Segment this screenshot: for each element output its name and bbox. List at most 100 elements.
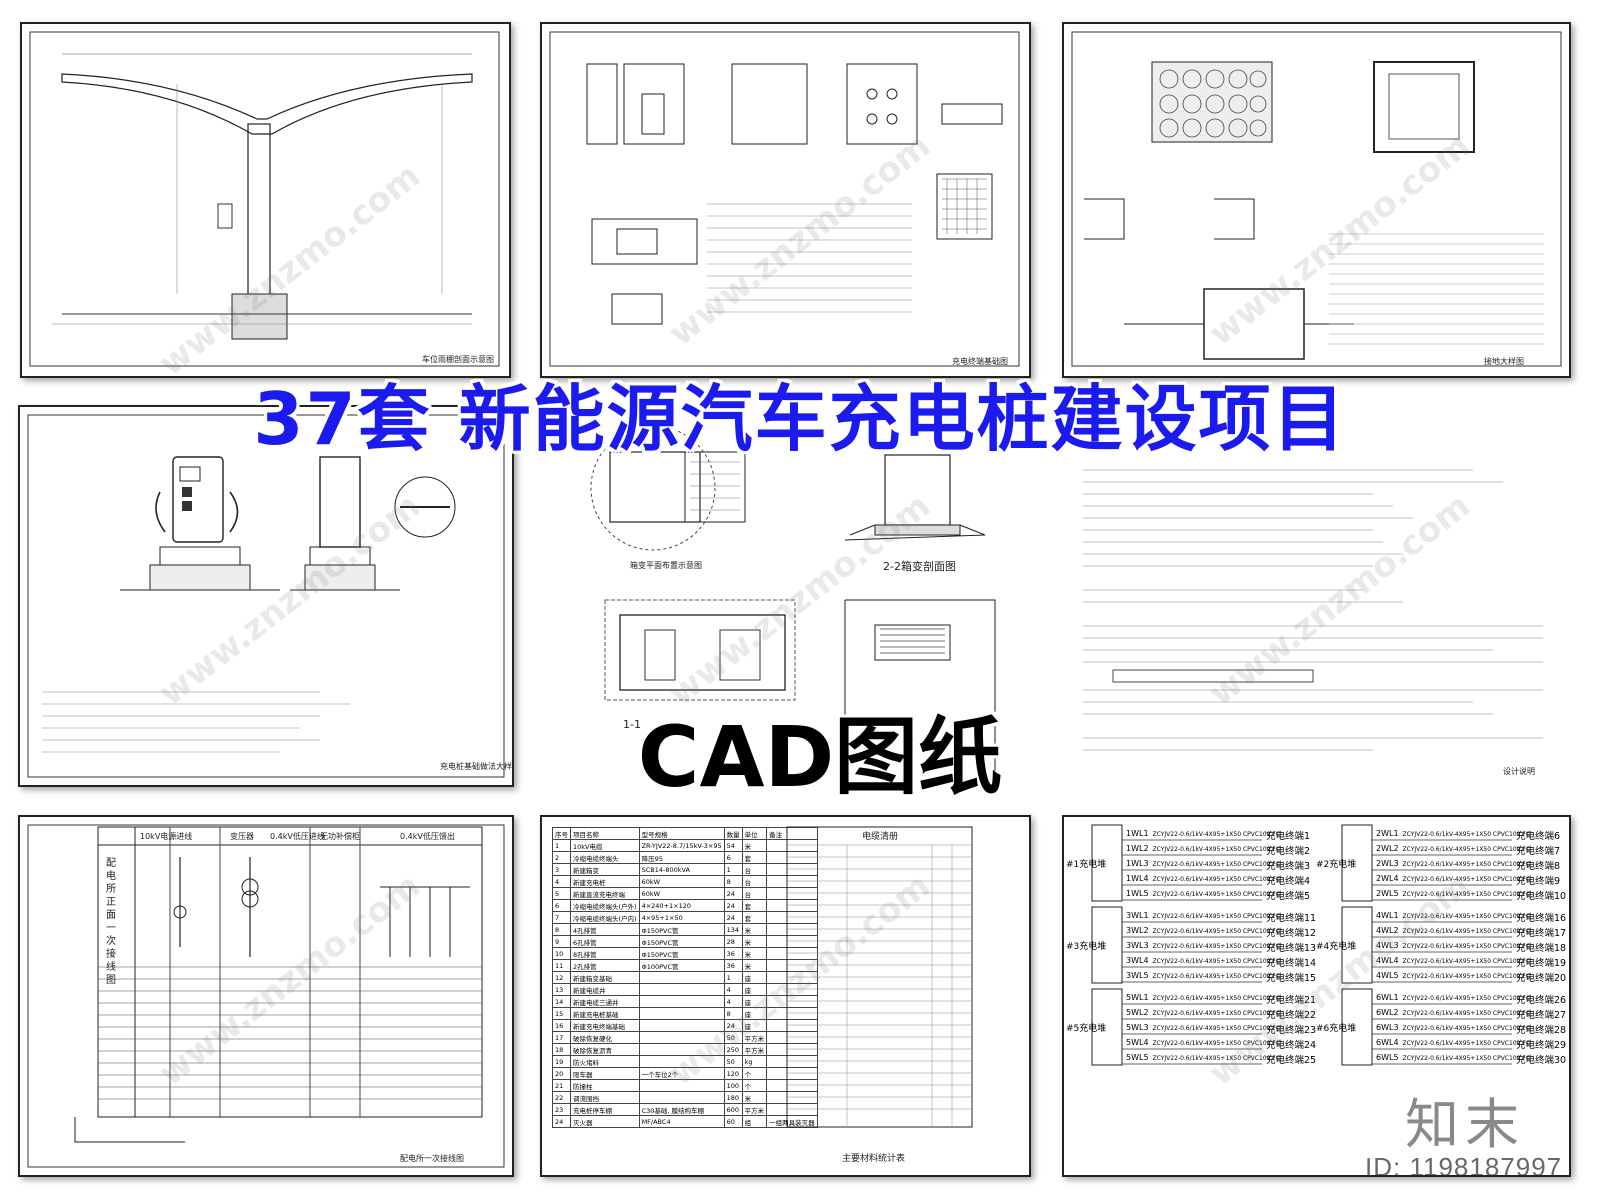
table-cell: SCB14-800kVA [638,863,725,876]
cable-spec: ZCYJV22-0.6/1kV-4X95+1X50 CPVC100 FC [1152,913,1281,920]
grounding-drawing [1071,31,1562,367]
table-cell [638,971,725,984]
table-cell: 1 [723,863,743,876]
sheet-canopy-section: 车位雨棚剖面示意图 [20,22,511,378]
table-cell: 新建充电终端基础 [570,1019,640,1032]
sheet-design-notes: 设计说明 [1073,400,1565,780]
table-cell: 新建箱变 [570,863,640,876]
table-cell: 24 [723,899,743,912]
table-cell: 134 [723,923,743,936]
col-header: 型号规格 [638,827,725,840]
table-cell [766,971,818,984]
table-cell [766,1007,818,1020]
col-header: 单位 [741,827,768,840]
table-cell: 调流围挡 [570,1091,640,1104]
table-cell: 4 [552,875,571,888]
feeder-id: 6WL3 [1376,1023,1399,1032]
cable-spec: ZCYJV22-0.6/1kV-4X95+1X50 CPVC100 FC [1402,861,1531,868]
cable-spec: ZCYJV22-0.6/1kV-4X95+1X50 CPVC100 FC [1402,913,1531,920]
terminal-end-label: 充电终端22 [1266,1010,1317,1021]
single-line-header-0: 10kV电源进线 [140,832,193,841]
table-cell: 50 [723,1031,743,1044]
cable-spec: ZCYJV22-0.6/1kV-4X95+1X50 CPVC100 FC [1152,943,1281,950]
single-line-side-title: 配电所正面一次接线图 [106,858,116,986]
table-cell: 60kW [638,887,725,900]
feeder-id: 5WL5 [1126,1053,1149,1062]
terminal-end-label: 充电终端6 [1516,831,1561,842]
feeder-id: 4WL3 [1376,941,1399,950]
col-header: 数量 [723,827,743,840]
table-cell: 4 [723,983,743,996]
table-cell: 8 [552,923,571,936]
feeder-id: 3WL2 [1126,926,1149,935]
table-cell [638,995,725,1008]
table-cell: 18 [552,1043,571,1056]
table-cell: 50 [723,1055,743,1068]
terminal-end-label: 充电终端1 [1266,831,1311,842]
table-cell: 新建充电桩基础 [570,1007,640,1020]
col-header: 项目名称 [570,827,640,840]
terminal-end-label: 充电终端25 [1266,1055,1317,1066]
table-cell: 1 [552,839,571,852]
sheet-caption: 车位雨棚剖面示意图 [422,355,494,364]
banner-subtitle: CAD图纸 [637,708,1003,806]
table-cell: 14 [552,995,571,1008]
feeder-id: 5WL3 [1126,1023,1149,1032]
table-cell [766,851,818,864]
table-cell [638,1043,725,1056]
table-cell [766,887,818,900]
terminal-end-label: 充电终端11 [1266,913,1317,924]
table-cell: 新建电缆井 [570,983,640,996]
cable-spec: ZCYJV22-0.6/1kV-4X95+1X50 CPVC100 FC [1402,928,1531,935]
table-cell: 一个车位2个 [638,1067,725,1080]
feeder-id: 3WL1 [1126,911,1149,920]
table-cell: 20 [552,1067,571,1080]
materials-header-row: 序号 项目名称 型号规格 数量 单位 备注 [552,827,818,840]
terminal-end-label: 充电终端9 [1516,876,1561,887]
table-cell: 冷缩电缆终端头(户外) [570,899,640,912]
cable-spec: ZCYJV22-0.6/1kV-4X95+1X50 CPVC100 FC [1152,928,1281,935]
cable-spec: ZCYJV22-0.6/1kV-4X95+1X50 CPVC100 FC [1152,995,1281,1002]
foundation-drawing [549,31,1020,367]
terminal-end-label: 充电终端16 [1516,913,1567,924]
table-cell [766,839,818,852]
table-cell: 24 [723,887,743,900]
feeder-id: 1WL5 [1126,889,1149,898]
cable-spec: ZCYJV22-0.6/1kV-4X95+1X50 CPVC100 FC [1402,1025,1531,1032]
cable-spec: ZCYJV22-0.6/1kV-4X95+1X50 CPVC100 FC [1402,891,1531,898]
table-cell: 1 [723,971,743,984]
table-cell [638,1091,725,1104]
table-cell [638,1031,725,1044]
terminal-end-label: 充电终端12 [1266,928,1317,939]
table-cell: 21 [552,1079,571,1092]
table-cell: 36 [723,947,743,960]
charging-stack-frame [1091,906,1123,984]
table-cell: 60kW [638,875,725,888]
table-cell [766,1103,818,1116]
table-cell: 平方米 [741,1103,768,1116]
charging-stack-label: #3充电堆 [1066,942,1107,952]
table-cell: 100 [723,1079,743,1092]
table-cell [766,899,818,912]
terminal-end-label: 充电终端24 [1266,1040,1317,1051]
table-cell [638,983,725,996]
table-cell: 组 [741,1115,768,1128]
cable-spec: ZCYJV22-0.6/1kV-4X95+1X50 CPVC100 FC [1152,861,1281,868]
terminal-end-label: 充电终端15 [1266,973,1317,984]
